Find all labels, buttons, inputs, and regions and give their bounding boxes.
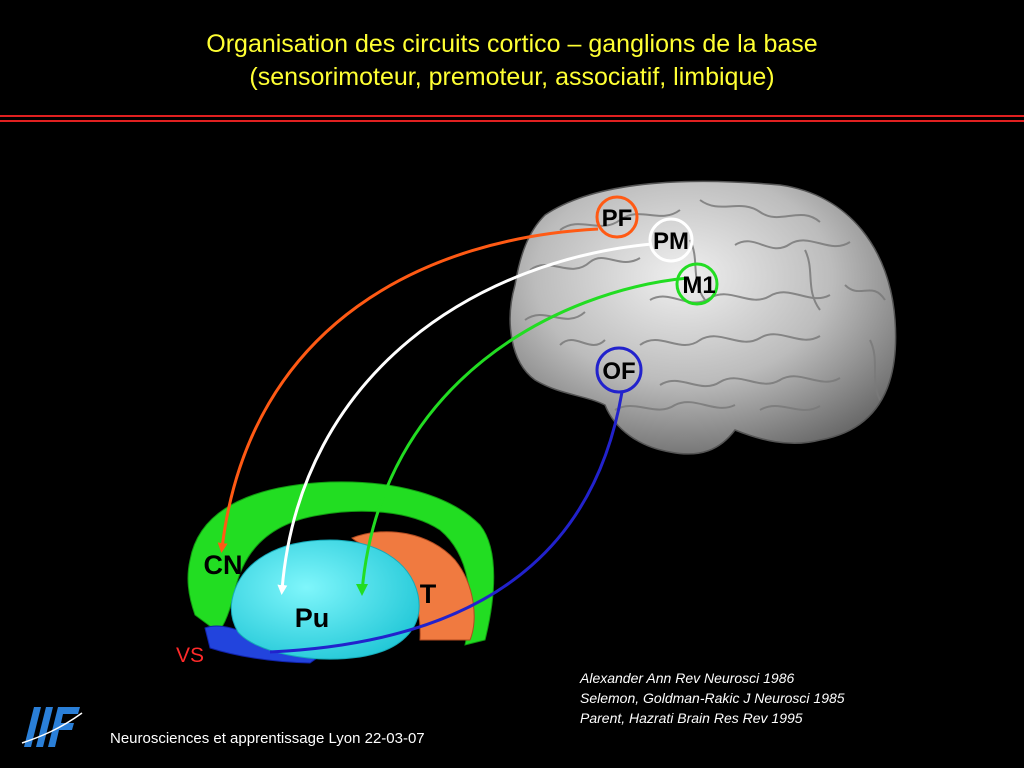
pf-region-circle	[595, 195, 639, 239]
reference-item: Parent, Hazrati Brain Res Rev 1995	[580, 710, 803, 726]
cn-label: CN	[204, 550, 243, 580]
vs-label: VS	[176, 644, 204, 667]
brain-cortex	[509, 180, 897, 455]
reference-item: Selemon, Goldman-Rakic J Neurosci 1985	[580, 690, 845, 706]
m1-label: M1	[682, 272, 715, 299]
of-circuit-arrow	[269, 391, 624, 654]
footer-text: Neurosciences et apprentissage Lyon 22-0…	[110, 730, 425, 747]
iif-logo	[21, 707, 83, 747]
reference-item: Alexander Ann Rev Neurosci 1986	[580, 670, 795, 686]
slide-title: Organisation des circuits cortico – gang…	[0, 28, 1024, 94]
pu-label: Pu	[295, 603, 330, 633]
of-region-circle	[595, 346, 643, 394]
m1-region-circle	[675, 262, 719, 306]
pm-circuit-arrow	[277, 242, 653, 595]
putamen-shape	[230, 539, 420, 660]
basal-ganglia	[187, 481, 495, 664]
m1-circuit-arrow	[360, 276, 689, 593]
of-label: OF	[602, 358, 635, 385]
pf-circuit-arrow	[217, 227, 599, 553]
references: Alexander Ann Rev Neurosci 1986 Selemon,…	[580, 668, 845, 728]
title-rule-bottom	[0, 120, 1024, 122]
pm-region-circle	[648, 217, 694, 263]
pf-label: PF	[602, 205, 633, 232]
pm-label: PM	[653, 228, 689, 255]
title-line-2: (sensorimoteur, premoteur, associatif, l…	[249, 63, 775, 91]
m1-circuit-arrowhead	[356, 584, 368, 596]
title-rule-top	[0, 115, 1024, 117]
t-label: T	[420, 579, 437, 609]
title-line-1: Organisation des circuits cortico – gang…	[206, 30, 818, 58]
